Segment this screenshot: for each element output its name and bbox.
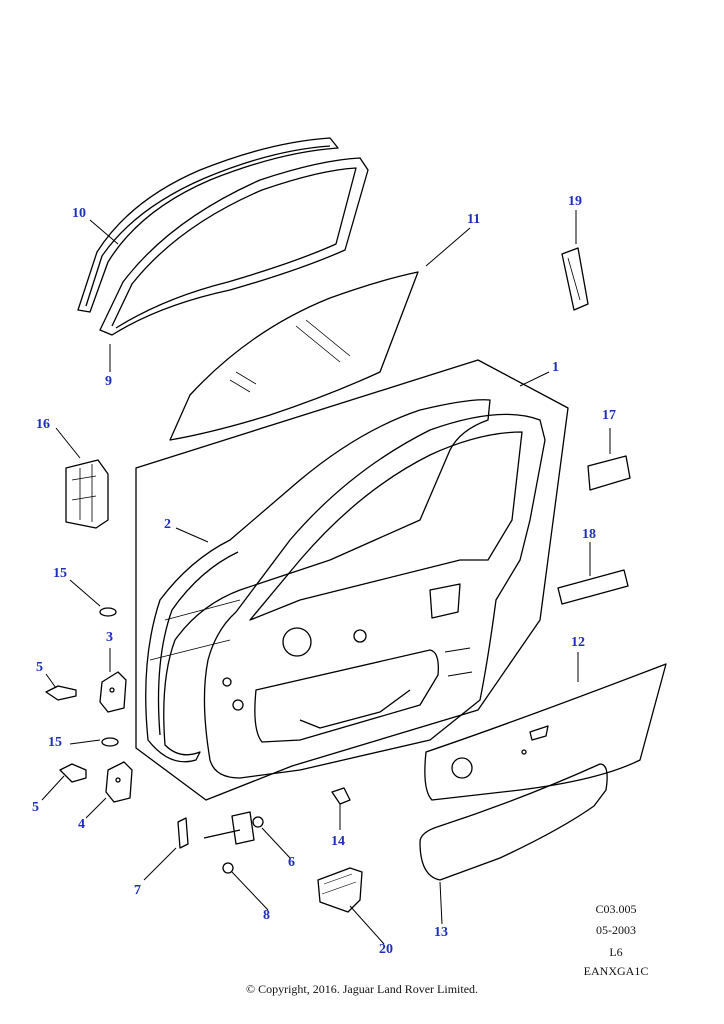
part-7-striker [177, 817, 189, 849]
part-20-access-cover [317, 867, 363, 913]
callout-5-upper[interactable]: 5 [36, 660, 43, 675]
part-12-trim-panel [424, 663, 667, 801]
part-6-door-lock [203, 811, 264, 845]
reference-date: 05-2003 [596, 923, 636, 937]
copyright-notice: © Copyright, 2016. Jaguar Land Rover Lim… [245, 982, 479, 996]
callout-9[interactable]: 9 [105, 374, 112, 389]
callout-11[interactable]: 11 [467, 212, 481, 227]
part-10-glass-run-channel [77, 137, 339, 313]
callout-18[interactable]: 18 [582, 527, 596, 542]
reference-id: EANXGA1C [583, 964, 649, 978]
callout-6[interactable]: 6 [288, 855, 295, 870]
callout-3[interactable]: 3 [106, 630, 113, 645]
part-15-clip-lower [101, 737, 119, 747]
callout-15-upper[interactable]: 15 [53, 566, 67, 581]
callout-5-lower[interactable]: 5 [32, 800, 39, 815]
part-17-pad [587, 455, 631, 491]
callout-7[interactable]: 7 [134, 883, 141, 898]
callout-16[interactable]: 16 [36, 417, 50, 432]
background-panel [135, 359, 569, 801]
part-15-clip-upper [99, 607, 117, 617]
leader-lines [41, 210, 611, 945]
part-2-outer-door-seal [145, 399, 491, 763]
part-14-bump-stop [331, 787, 351, 805]
part-16-check-strap [65, 459, 109, 529]
part-3-upper-hinge [99, 671, 127, 713]
callout-17[interactable]: 17 [602, 408, 616, 423]
part-4-lower-hinge [105, 761, 133, 803]
part-8-screw [222, 862, 234, 874]
part-11-door-glass [169, 271, 419, 441]
reference-level: L6 [609, 945, 623, 959]
callout-14[interactable]: 14 [331, 834, 345, 849]
callout-19[interactable]: 19 [568, 194, 582, 209]
callout-13[interactable]: 13 [434, 925, 448, 940]
part-9-door-frame-seal [99, 157, 369, 336]
part-18-pad-strip [557, 569, 629, 605]
part-5-bolt-lower [59, 763, 87, 783]
callout-12[interactable]: 12 [571, 635, 585, 650]
reference-code: C03.005 [595, 902, 637, 916]
part-5-bolt-upper [45, 685, 77, 701]
part-19-trim-strip [561, 247, 589, 311]
part-1-door-shell [203, 413, 546, 779]
callout-10[interactable]: 10 [72, 206, 86, 221]
part-13-trim-insert [419, 763, 608, 881]
callout-20[interactable]: 20 [379, 942, 393, 957]
callout-8[interactable]: 8 [263, 908, 270, 923]
callout-4[interactable]: 4 [78, 817, 85, 832]
callout-15-lower[interactable]: 15 [48, 735, 62, 750]
callout-2[interactable]: 2 [164, 517, 171, 532]
callout-1[interactable]: 1 [552, 360, 559, 375]
